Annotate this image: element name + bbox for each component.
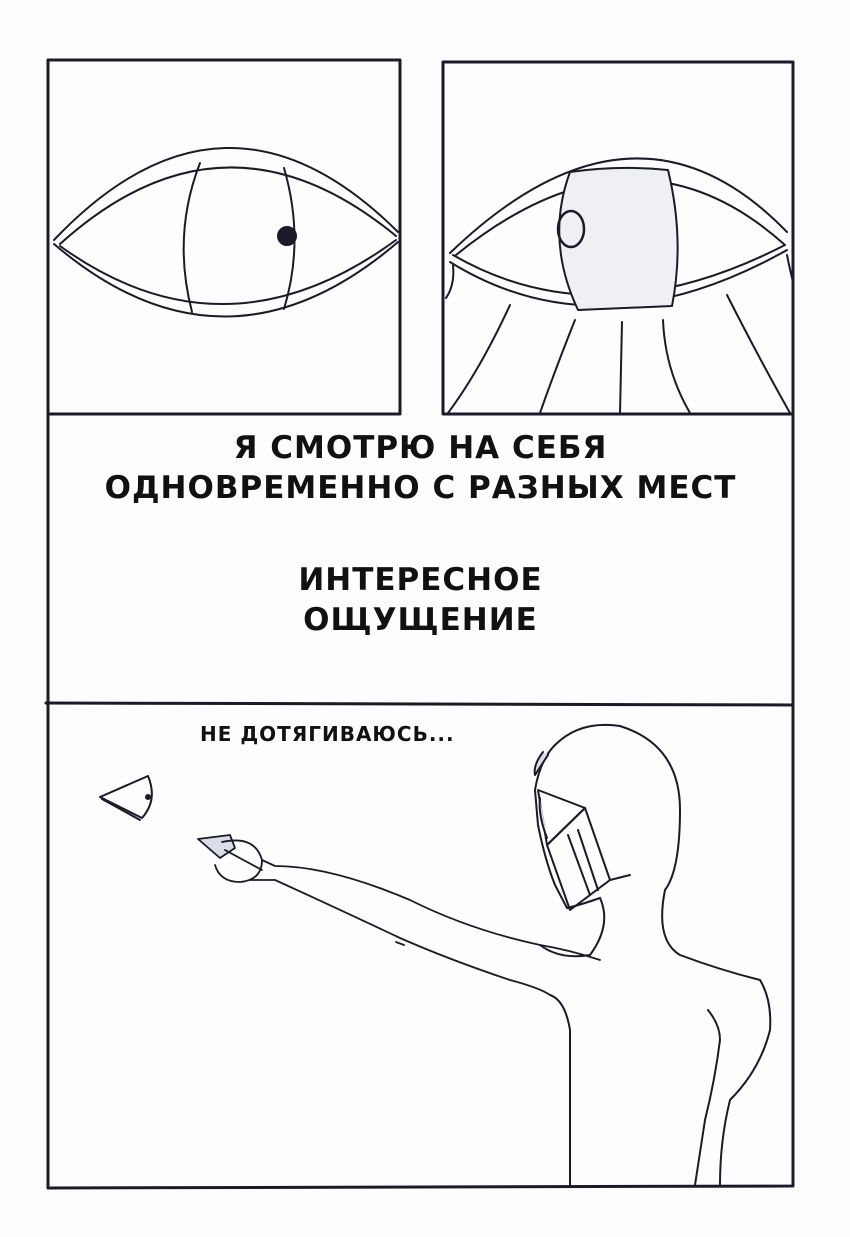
floating-eye-cone — [99, 775, 153, 819]
caption-looking-at-self: Я СМОТРЮ НА СЕБЯ ОДНОВРЕМЕННО С РАЗНЫХ М… — [48, 428, 793, 508]
upper-lid-outer — [449, 157, 788, 254]
jaw-outline — [539, 897, 606, 958]
upper-lid-inner — [59, 166, 397, 245]
panel-3-4-border — [46, 412, 795, 1190]
masked-figure — [533, 723, 772, 1186]
arm-upper-edge — [261, 859, 601, 961]
ray-4 — [662, 319, 691, 414]
panel-2-border — [441, 60, 795, 416]
chest-curve — [694, 1009, 721, 1186]
hair-patch — [533, 751, 549, 776]
held-eye — [197, 834, 236, 859]
ray-1 — [447, 304, 511, 414]
panel-1-eye — [53, 147, 399, 318]
lower-lid-inner — [59, 239, 397, 305]
torso-front — [549, 994, 572, 1186]
eye-in-mask — [538, 797, 548, 839]
floating-eye-pupil — [145, 794, 151, 800]
pupil-ring — [556, 209, 586, 249]
panel-1-border — [46, 58, 402, 416]
hand-with-eye — [197, 834, 601, 996]
panel-2-eye — [445, 157, 794, 414]
mask-top — [537, 789, 586, 846]
panel-divider — [44, 701, 795, 707]
caption-line: ОДНОВРЕМЕННО С РАЗНЫХ МЕСТ — [104, 470, 737, 506]
caption-line: Я СМОТРЮ НА СЕБЯ — [233, 430, 608, 466]
pupil — [277, 226, 297, 246]
iris — [558, 166, 679, 311]
floating-eye-lower-edge — [101, 798, 141, 821]
mask-pleat-2 — [577, 829, 599, 891]
caption-interesting-feeling: ИНТЕРЕСНОЕ ОЩУЩЕНИЕ — [48, 560, 793, 640]
mask-pleat-1 — [567, 834, 591, 896]
caption-line: ОЩУЩЕНИЕ — [303, 602, 538, 638]
held-eye-line — [224, 849, 263, 871]
caption-line: ИНТЕРЕСНОЕ — [298, 562, 543, 598]
head-back-outline — [554, 723, 772, 1186]
iris-left-edge — [182, 162, 201, 313]
upper-lid-outer — [53, 147, 399, 241]
floating-eye — [99, 775, 153, 821]
ray-3 — [619, 321, 623, 414]
panel-borders — [44, 58, 795, 1190]
elbow-mark — [395, 941, 405, 946]
ray-right-edge — [786, 254, 794, 283]
ray-2 — [539, 319, 576, 414]
ray-left-edge — [445, 264, 455, 299]
lower-lid-outer — [53, 241, 399, 318]
mask-strap — [609, 874, 631, 881]
caption-cant-reach: НЕ ДОТЯГИВАЮСЬ... — [200, 722, 455, 746]
hand-outline — [214, 839, 263, 883]
arm-lower-edge — [249, 879, 551, 996]
ray-5 — [726, 294, 791, 414]
